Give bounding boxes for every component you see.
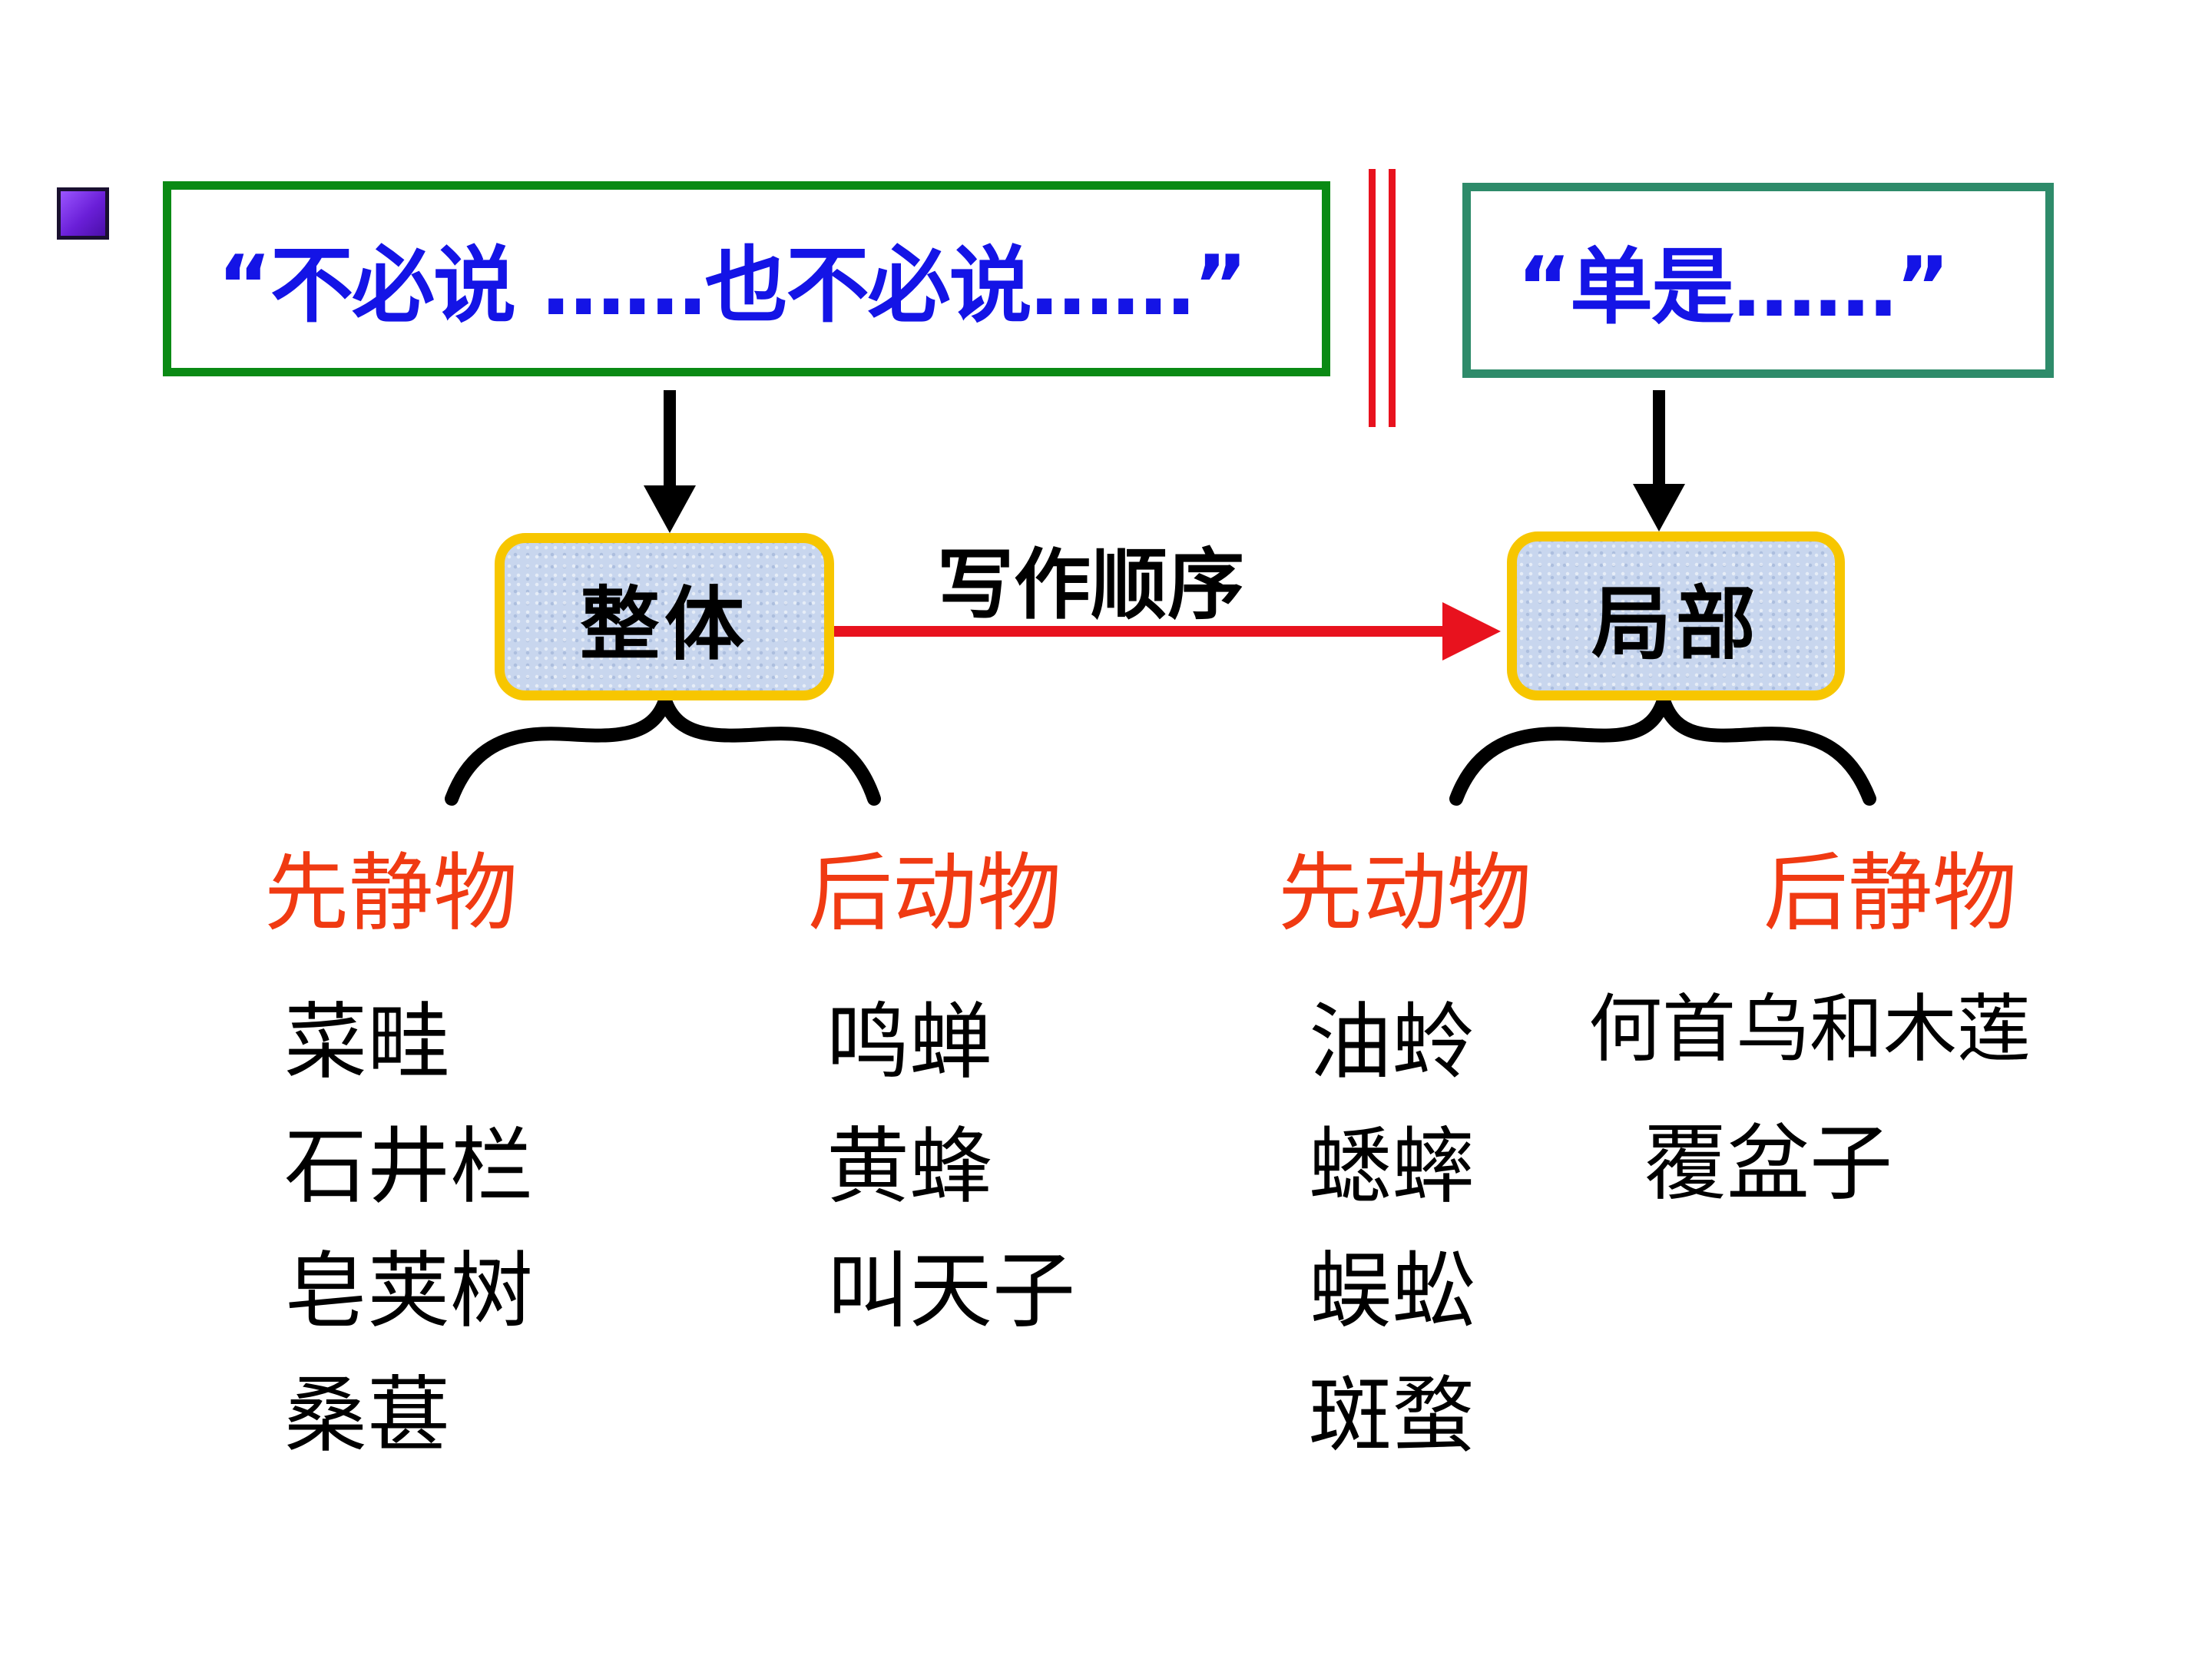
- item-youling: 油蛉: [1309, 995, 1475, 1091]
- category-part-static: 后静物: [1763, 844, 2017, 942]
- item-banmao: 斑蝥: [1309, 1368, 1475, 1464]
- item-jiaotianzi: 叫天子: [826, 1243, 1076, 1339]
- item-mingchan: 鸣蝉: [826, 995, 993, 1091]
- item-huangfeng: 黄蜂: [826, 1119, 993, 1215]
- separator-line-1: [1369, 169, 1376, 427]
- quote-box-left: “不必说 ……也不必说……”: [163, 181, 1330, 376]
- quote-box-right: “单是……”: [1462, 183, 2054, 378]
- quote-text-right: “单是……”: [1517, 240, 1950, 336]
- item-xishuai: 蟋蟀: [1309, 1119, 1475, 1215]
- item-caiqi: 菜畦: [284, 995, 451, 1091]
- node-whole-label: 整体: [579, 576, 749, 671]
- brace-part: [1449, 694, 1876, 806]
- node-part: 局部: [1507, 531, 1845, 700]
- separator-line-2: [1389, 169, 1396, 427]
- item-fupenzi: 覆盆子: [1644, 1116, 1893, 1212]
- item-wugong: 蜈蚣: [1309, 1243, 1475, 1339]
- brace-whole: [445, 694, 881, 806]
- order-arrow-head: [1442, 602, 1501, 661]
- category-whole-static: 先静物: [264, 844, 518, 942]
- category-whole-dynamic: 后动物: [808, 844, 1061, 942]
- item-zaojiashu: 皂荚树: [284, 1243, 534, 1339]
- down-arrow-left-head: [644, 485, 696, 533]
- item-sangshen: 桑葚: [284, 1368, 451, 1464]
- bullet-square-icon: [57, 187, 109, 240]
- item-heshouwu-mulian: 何首乌和木莲: [1588, 986, 2031, 1072]
- category-part-dynamic: 先动物: [1278, 844, 1532, 942]
- item-shijinglan: 石井栏: [284, 1119, 534, 1215]
- writing-order-label: 写作顺序: [937, 540, 1244, 630]
- node-whole: 整体: [495, 533, 834, 700]
- quote-text-left: “不必说 ……也不必说……”: [217, 238, 1248, 334]
- node-part-label: 局部: [1591, 575, 1760, 671]
- down-arrow-right-head: [1633, 484, 1685, 531]
